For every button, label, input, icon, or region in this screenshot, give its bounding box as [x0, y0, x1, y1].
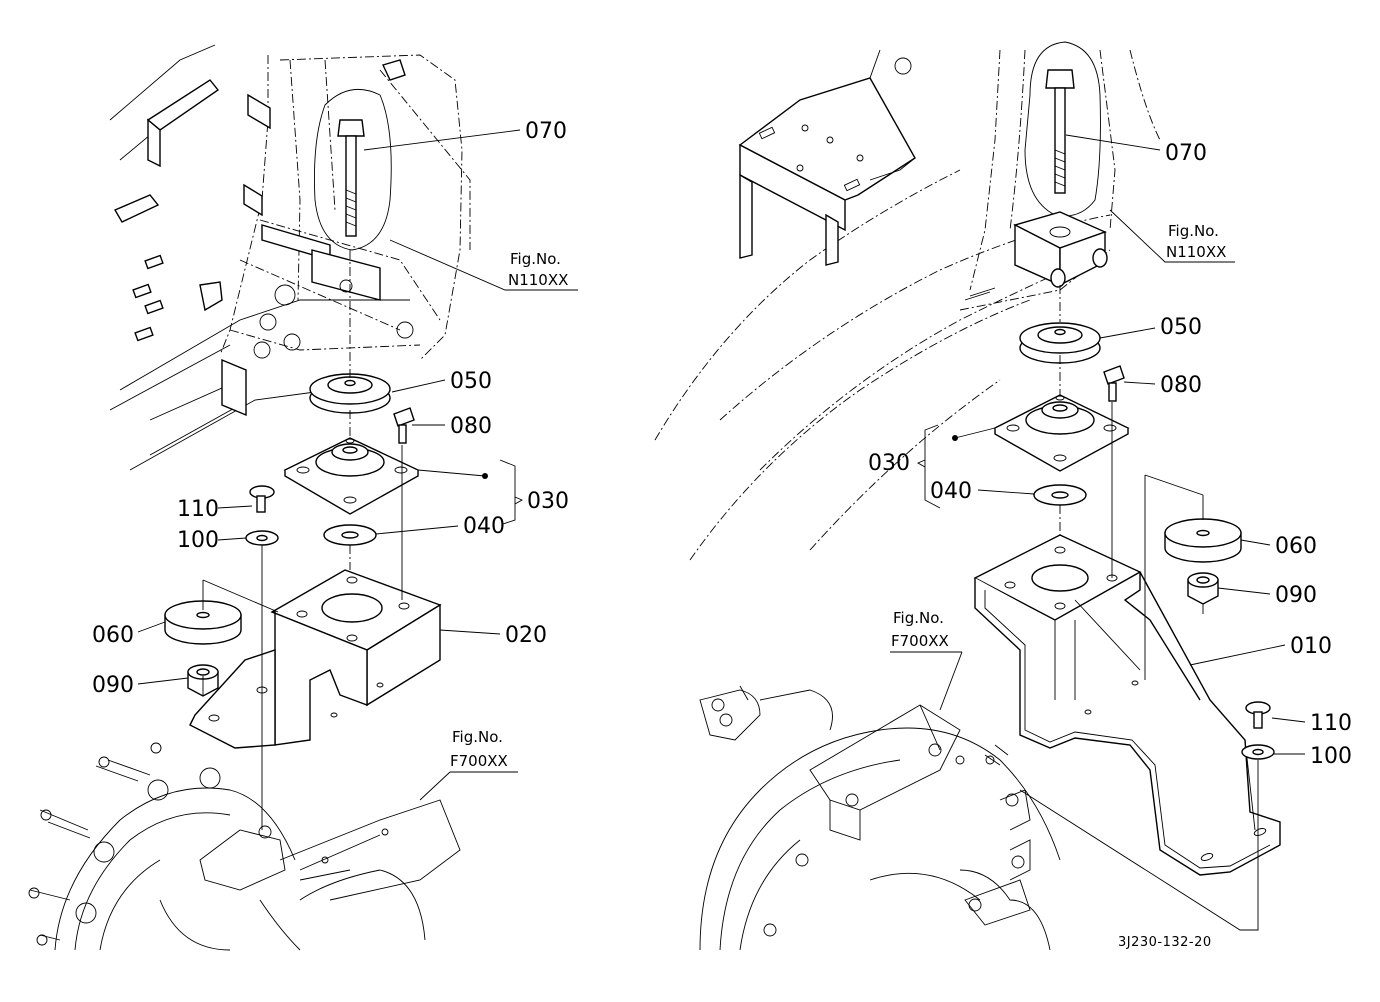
left-frame-outline	[109, 44, 471, 471]
callout-040: 040	[930, 479, 972, 504]
left-bolt-070	[313, 88, 392, 251]
right-bolt-080	[1103, 365, 1125, 402]
fig-ref-number: N110XX	[1166, 243, 1226, 261]
left-bracket-020	[189, 569, 442, 749]
callout-110: 110	[177, 497, 219, 522]
fig-ref-number: F700XX	[450, 752, 508, 770]
right-nut-090	[1187, 572, 1219, 614]
left-view: 070 050 080 030 040 110 100 060 020 090	[28, 44, 578, 951]
right-frame-bracket	[738, 49, 916, 266]
right-view: 070 050 080 030 040 060 090 010 110 100	[654, 41, 1352, 951]
left-nut-090	[187, 664, 219, 697]
callout-050: 050	[1160, 315, 1202, 340]
callout-070: 070	[525, 119, 567, 144]
left-rubber-050	[309, 373, 391, 414]
callout-110: 110	[1310, 711, 1352, 736]
left-axle-housing	[28, 742, 461, 951]
callout-070: 070	[1165, 141, 1207, 166]
right-washer-100	[1241, 744, 1275, 760]
callout-010: 010	[1290, 634, 1332, 659]
right-bolt-070	[1024, 41, 1101, 217]
left-bolt-080	[393, 407, 415, 444]
fig-ref-number: F700XX	[891, 632, 949, 650]
right-frame-outline	[654, 49, 1161, 561]
right-mount-030	[993, 394, 1130, 472]
right-bracket-010	[973, 534, 1281, 876]
right-screw-110	[1245, 701, 1271, 729]
callout-080: 080	[450, 414, 492, 439]
callout-090: 090	[92, 673, 134, 698]
fig-ref-number: N110XX	[508, 271, 568, 289]
callout-090: 090	[1275, 583, 1317, 608]
callout-030: 030	[868, 451, 910, 476]
callout-040: 040	[463, 514, 505, 539]
right-fig-ref-lower: Fig.No. F700XX	[890, 609, 963, 711]
left-alignment-lines	[202, 250, 403, 830]
left-frame-brackets	[113, 59, 414, 417]
right-alignment-lines	[1019, 285, 1259, 931]
callout-080: 080	[1160, 373, 1202, 398]
fig-ref-label: Fig.No.	[510, 250, 561, 268]
left-mount-030	[283, 437, 420, 515]
left-washer-040	[323, 524, 377, 546]
drawing-number: 3J230-132-20	[1118, 935, 1212, 950]
right-axle-housing	[699, 685, 1061, 951]
left-rubber-060	[164, 600, 242, 645]
callout-020: 020	[505, 623, 547, 648]
callout-060: 060	[1275, 534, 1317, 559]
right-washer-040	[1033, 484, 1087, 506]
callout-100: 100	[177, 528, 219, 553]
callout-100: 100	[1310, 744, 1352, 769]
fig-ref-label: Fig.No.	[452, 728, 503, 746]
right-callouts: 070 050 080 030 040 060 090 010 110 100	[868, 134, 1352, 769]
right-mount-block	[964, 211, 1108, 301]
left-washer-100	[245, 530, 279, 546]
left-callouts: 070 050 080 030 040 110 100 060 020 090	[92, 119, 569, 698]
left-fig-ref-upper: Fig.No. N110XX	[389, 239, 578, 291]
right-fig-ref-upper: Fig.No. N110XX	[1109, 209, 1235, 263]
left-fig-ref-lower: Fig.No. F700XX	[419, 728, 518, 801]
callout-050: 050	[450, 369, 492, 394]
left-screw-110	[249, 485, 275, 513]
callout-030: 030	[527, 489, 569, 514]
callout-060: 060	[92, 623, 134, 648]
fig-ref-label: Fig.No.	[893, 609, 944, 627]
fig-ref-label: Fig.No.	[1168, 222, 1219, 240]
right-rubber-050	[1019, 322, 1101, 364]
left-studs	[132, 254, 164, 342]
right-rubber-060	[1164, 518, 1242, 563]
